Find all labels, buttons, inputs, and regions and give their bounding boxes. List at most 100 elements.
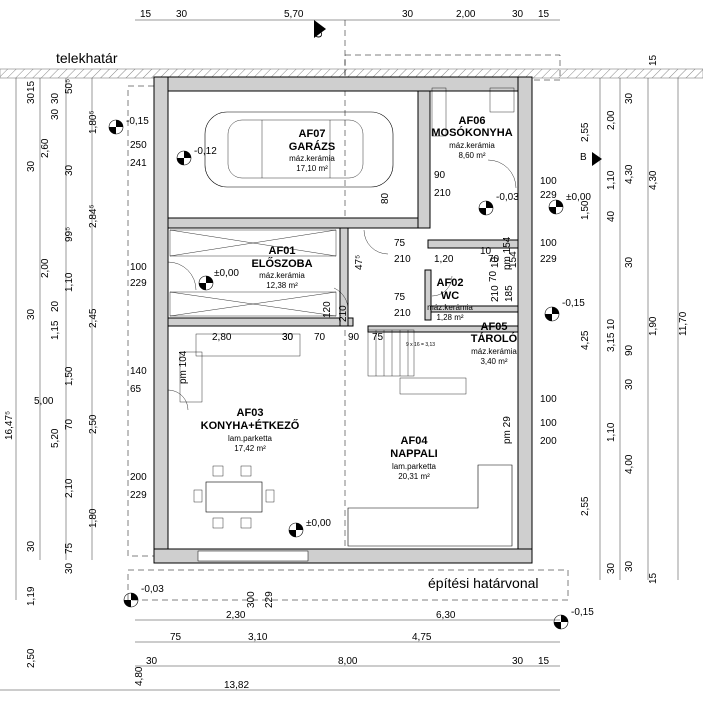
svg-text:AF04: AF04 [401,435,429,447]
svg-text:50⁵: 50⁵ [64,79,75,94]
svg-text:13,82: 13,82 [224,680,249,691]
svg-text:1,20: 1,20 [434,254,454,265]
svg-text:1,10: 1,10 [64,272,75,292]
door-swings [167,159,517,411]
svg-text:154: 154 [508,251,519,268]
svg-text:30: 30 [624,378,635,390]
svg-text:30: 30 [176,9,188,20]
svg-text:2,80: 2,80 [212,332,232,343]
svg-text:30: 30 [26,308,37,320]
svg-text:2,45: 2,45 [88,308,99,328]
svg-text:70: 70 [488,270,499,282]
room-af06: AF06 MOSÓKONYHA máz.kerámia 8,60 m² [431,115,512,160]
svg-text:6,30: 6,30 [436,610,456,621]
svg-text:B: B [580,152,587,163]
svg-text:210: 210 [394,308,411,319]
opening-dimensions: 250 241 100 229 140 65 200 229 90 210 80… [130,140,557,608]
svg-text:120: 120 [322,301,333,318]
svg-text:1,50: 1,50 [64,366,75,386]
room-af05: AF05 TÁROLÓ máz.kerámia 3,40 m² [471,321,518,366]
svg-text:200: 200 [540,436,557,447]
svg-text:4,80: 4,80 [134,666,145,686]
svg-text:200: 200 [130,472,147,483]
svg-text:C: C [314,31,325,38]
svg-text:5,70: 5,70 [284,9,304,20]
svg-text:75: 75 [170,632,182,643]
svg-text:30: 30 [282,332,294,343]
section-arrow-icon [592,152,602,166]
svg-text:80: 80 [380,192,391,204]
right-dimensions: 15 30 2,55 1,10 1,50 30 4,25 1,10 2,55 3… [580,54,689,584]
svg-text:10: 10 [606,318,617,330]
svg-text:±0,00: ±0,00 [566,192,591,203]
svg-text:TÁROLÓ: TÁROLÓ [471,332,518,345]
svg-text:90: 90 [434,170,446,181]
svg-text:241: 241 [130,158,147,169]
svg-text:1,80: 1,80 [88,508,99,528]
svg-text:AF03: AF03 [237,407,264,419]
svg-text:pm 104: pm 104 [178,350,189,384]
svg-text:70: 70 [314,332,326,343]
svg-text:210: 210 [434,188,451,199]
stair [367,329,415,377]
svg-text:75: 75 [394,238,406,249]
svg-text:AF06: AF06 [459,115,486,127]
svg-text:máz.kerámia: máz.kerámia [259,271,305,280]
svg-text:3,15: 3,15 [606,332,617,352]
svg-text:250: 250 [130,140,147,151]
svg-text:2,00: 2,00 [40,258,51,278]
svg-text:10: 10 [480,246,492,257]
svg-text:30: 30 [146,656,158,667]
svg-text:2,30: 2,30 [226,610,246,621]
svg-text:±0,00: ±0,00 [306,518,331,529]
svg-text:300: 300 [246,591,257,608]
svg-text:30: 30 [64,164,75,176]
svg-text:-0,15: -0,15 [562,298,585,309]
svg-text:30: 30 [50,92,61,104]
svg-text:30: 30 [512,656,524,667]
svg-text:30: 30 [402,9,414,20]
svg-text:140: 140 [130,366,147,377]
svg-text:12,38 m²: 12,38 m² [266,281,298,290]
svg-text:30: 30 [512,9,524,20]
svg-text:100: 100 [540,238,557,249]
svg-text:229: 229 [130,278,147,289]
svg-text:-0,03: -0,03 [496,192,519,203]
svg-text:30: 30 [26,92,37,104]
svg-text:100: 100 [130,262,147,273]
svg-text:99⁵: 99⁵ [64,227,75,242]
svg-text:90: 90 [624,344,635,356]
svg-text:1,50: 1,50 [580,200,591,220]
svg-text:30: 30 [624,560,635,572]
room-af03: AF03 KONYHA+ÉTKEZŐ lam.parketta 17,42 m² [201,407,300,453]
svg-text:4,75: 4,75 [412,632,432,643]
svg-text:2,00: 2,00 [606,110,617,130]
svg-text:100: 100 [540,176,557,187]
svg-text:47⁵: 47⁵ [354,255,365,270]
svg-text:210: 210 [394,254,411,265]
svg-text:20: 20 [50,300,61,312]
svg-text:1,80⁵: 1,80⁵ [88,110,99,134]
svg-text:1,10: 1,10 [606,422,617,442]
svg-text:70: 70 [64,418,75,430]
dimension-lines [0,19,679,691]
svg-text:pm 29: pm 29 [502,416,513,444]
svg-text:3,10: 3,10 [248,632,268,643]
svg-text:15: 15 [26,80,37,92]
svg-text:máz.kerámia: máz.kerámia [289,154,335,163]
svg-text:10: 10 [490,256,501,268]
level-markers [108,119,569,630]
svg-text:ELŐSZOBA: ELŐSZOBA [251,257,312,270]
svg-text:40: 40 [606,210,617,222]
svg-text:8,00: 8,00 [338,656,358,667]
svg-text:MOSÓKONYHA: MOSÓKONYHA [431,126,512,139]
building-line-label: építési határvonal [428,575,539,591]
svg-text:1,90: 1,90 [648,316,659,336]
svg-text:229: 229 [130,490,147,501]
svg-text:2,00: 2,00 [456,9,476,20]
svg-text:75: 75 [372,332,384,343]
dining-table [193,465,275,529]
svg-text:15: 15 [648,572,659,584]
svg-text:100: 100 [540,394,557,405]
left-dimensions: 15 30 1,80⁵ 30 2,60 30 2,84⁵ 2,00 30 2,4… [4,79,145,686]
